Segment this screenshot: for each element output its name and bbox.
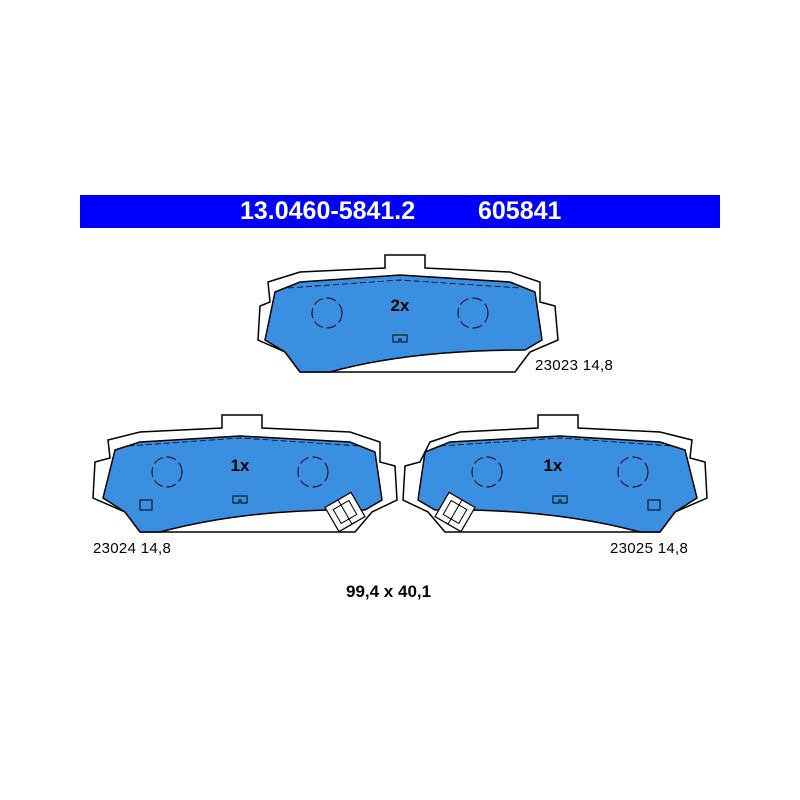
pad-code: 23025	[610, 540, 654, 557]
wear-indicator-clip	[324, 491, 366, 533]
chamfer-line	[287, 279, 521, 289]
rivet-circle	[151, 456, 183, 488]
pad-label-top: 23023 14,8	[535, 357, 613, 374]
pad-label-right: 23025 14,8	[610, 540, 688, 557]
slot-mark	[647, 499, 661, 511]
rivet-circle	[297, 456, 329, 488]
rivet-circle	[471, 456, 503, 488]
pad-label-left: 23024 14,8	[93, 540, 171, 557]
rivet-circle	[311, 297, 343, 329]
slot-mark	[139, 499, 153, 511]
pad-quantity: 2x	[391, 296, 410, 315]
pad-code: 23024	[93, 540, 137, 557]
pad-thickness: 14,8	[582, 357, 614, 374]
wear-indicator-clip	[434, 491, 476, 533]
slot-mark	[232, 495, 248, 504]
chamfer-line	[439, 437, 673, 447]
friction-material	[264, 274, 543, 373]
brake-pad-right: 1x	[402, 414, 708, 533]
pad-thickness: 14,8	[140, 540, 172, 557]
slot-mark	[392, 334, 408, 343]
brake-pad-left: 1x	[92, 414, 398, 533]
pad-thickness: 14,8	[657, 540, 689, 557]
pad-quantity: 1x	[544, 456, 563, 475]
slot-mark	[552, 495, 568, 504]
reference-number: 605841	[478, 197, 562, 225]
pad-code: 23023	[535, 357, 579, 374]
pad-quantity: 1x	[231, 456, 250, 475]
part-number: 13.0460-5841.2	[240, 197, 416, 225]
pad-dimensions: 99,4 x 40,1	[346, 582, 432, 601]
chamfer-line	[127, 437, 361, 447]
brake-pad-top: 2x	[257, 254, 559, 373]
rivet-circle	[457, 297, 489, 329]
rivet-circle	[617, 456, 649, 488]
friction-material	[102, 435, 383, 533]
part-number-banner: 13.0460-5841.2 605841	[80, 195, 720, 228]
